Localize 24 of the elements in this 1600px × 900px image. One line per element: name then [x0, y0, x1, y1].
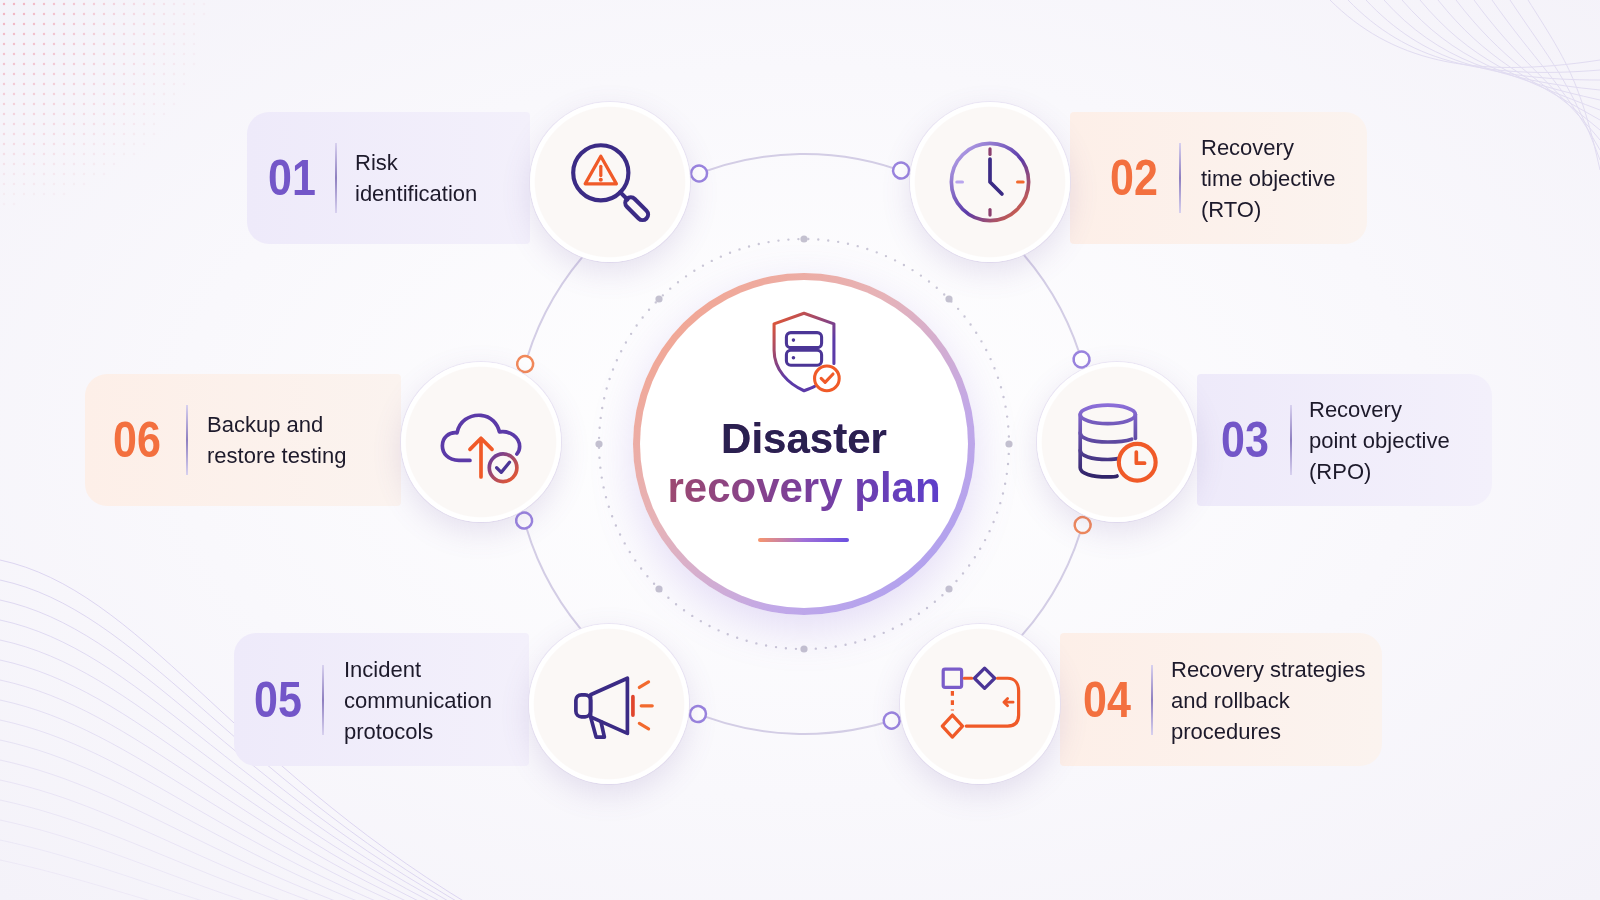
- step-card: [1060, 633, 1382, 766]
- step-number: 06: [113, 415, 161, 465]
- step-label: Incident communication protocols: [344, 655, 493, 746]
- step-card: [247, 112, 530, 244]
- connector-arc: [687, 704, 903, 735]
- step-card: [1197, 374, 1492, 506]
- step-number: 05: [254, 674, 302, 725]
- connector-arc: [515, 509, 582, 631]
- connector-arc: [688, 153, 912, 184]
- step-card: [85, 374, 401, 506]
- step-card: [234, 633, 529, 766]
- step-label: Recovery time objective (RTO): [1201, 133, 1337, 224]
- connector-arc: [516, 256, 584, 375]
- step-number: 02: [1110, 153, 1158, 203]
- step-label: Recovery point objective (RPO): [1309, 395, 1451, 486]
- step-label: Backup and restore testing: [207, 411, 348, 470]
- step-label: Risk identification: [355, 149, 479, 208]
- step-number: 04: [1083, 674, 1131, 725]
- step-number: 01: [268, 153, 316, 203]
- step-number: 03: [1221, 415, 1269, 465]
- connector-arc: [1020, 514, 1092, 637]
- connector-arc: [1022, 253, 1091, 371]
- step-label: Recovery strategies and rollback procedures: [1171, 655, 1367, 746]
- step-card: [1070, 112, 1367, 244]
